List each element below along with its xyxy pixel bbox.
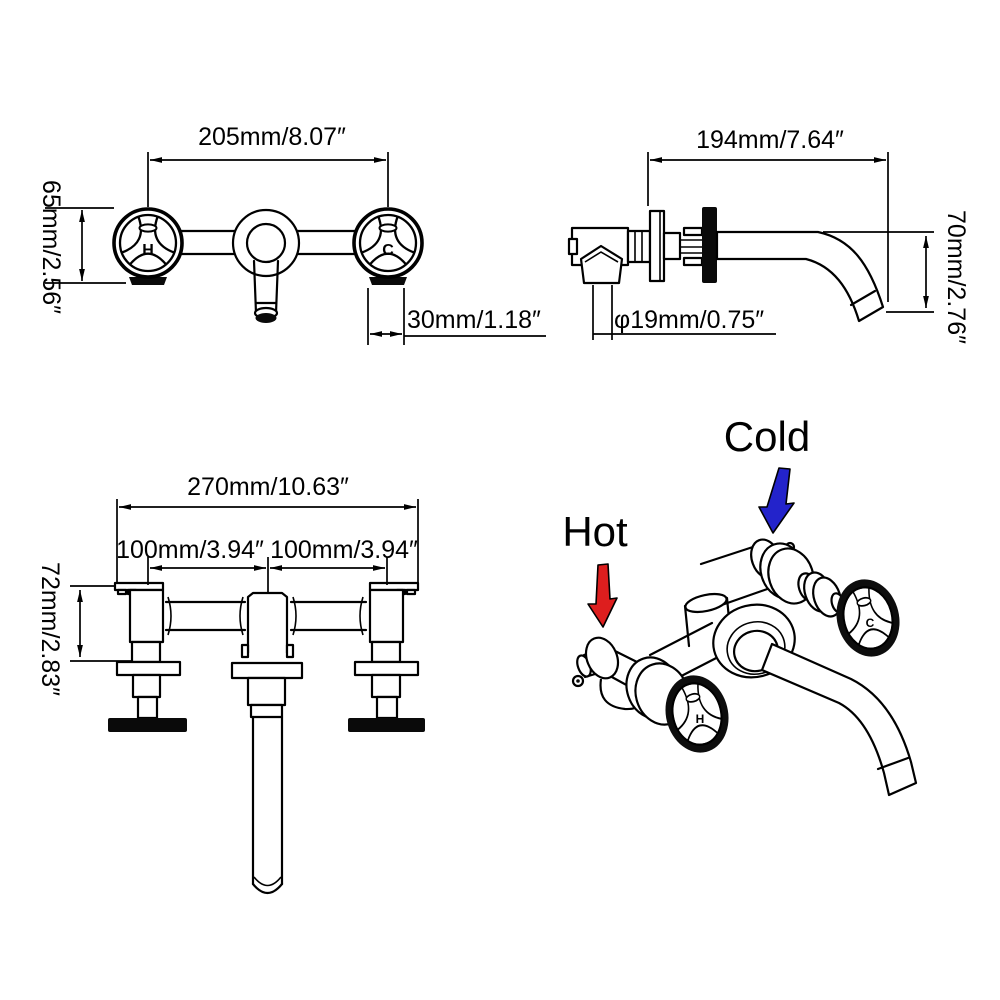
rough-in-left-valve [108,581,187,732]
rough-in-dimensions: 270mm/10.63″ 100mm/3.94″ 100mm/3.94″ 72m… [36,473,419,696]
dim-rough-overall: 270mm/10.63″ [187,473,349,501]
dim-rough-height: 72mm/2.83″ [36,562,64,696]
perspective-view: Hot Cold [562,413,918,797]
dim-rough-right-spacing: 100mm/3.94″ [270,536,418,564]
dim-front-height: 65mm/2.56″ [37,180,65,314]
perspective-cold-valve: C [750,538,909,665]
rough-in-left-pad [108,718,187,732]
hot-label: Hot [562,508,628,555]
front-view: H C 205mm/8.07″ 65mm/2.56″ 30mm/1.18″ [37,123,546,345]
dim-front-handle: 30mm/1.18″ [407,306,541,334]
side-view: 194mm/7.64″ 70mm/2.76″ φ19mm/0.75″ [567,126,970,344]
side-valve-notch [567,237,579,256]
side-wall-section [702,207,717,283]
rough-in-drawing [108,581,425,895]
cold-label: Cold [724,413,810,460]
dim-rough-left-spacing: 100mm/3.94″ [116,536,264,564]
side-inlet-elbow [579,244,624,285]
front-spout-base [245,222,287,264]
rough-in-view: 270mm/10.63″ 100mm/3.94″ 100mm/3.94″ 72m… [36,473,425,895]
dim-side-height: 70mm/2.76″ [942,210,970,344]
hot-arrow [587,563,618,628]
perspective-hot-body [584,636,620,680]
rough-in-right-pad [348,718,425,732]
side-dimensions: 194mm/7.64″ 70mm/2.76″ φ19mm/0.75″ [592,126,970,344]
rough-in-right-valve [348,581,425,732]
cold-arrow [758,467,795,534]
front-spout-outlet [255,313,277,323]
front-cold-letter: C [382,242,394,259]
rough-in-pipes [164,600,368,632]
side-threaded-neck [626,229,652,264]
front-cold-handle-base [369,277,407,285]
perspective-cold-letter: C [866,616,875,630]
perspective-spout [760,642,918,797]
dim-front-width: 205mm/8.07″ [198,123,346,151]
side-thread-lines [680,239,702,254]
perspective-hot-valve: H [571,636,738,761]
front-faucet-drawing: H C [112,207,424,323]
perspective-aerator-band [876,756,910,771]
front-dimensions: 205mm/8.07″ 65mm/2.56″ 30mm/1.18″ [37,123,546,345]
side-spout-aerator-band [849,289,877,307]
front-spout-tube [252,259,280,315]
dim-side-length: 194mm/7.64″ [696,126,844,154]
side-faucet-drawing [567,207,885,323]
front-hot-letter: H [142,242,154,259]
front-hot-handle-base [129,277,167,285]
side-flange-step [662,231,682,261]
perspective-hot-letter: H [696,712,705,726]
side-wall-flange [648,209,666,283]
rough-in-center-spout [230,591,304,895]
side-spout [715,230,885,323]
dim-side-diameter: φ19mm/0.75″ [614,306,764,334]
perspective-faucet-drawing: H C [571,538,918,797]
